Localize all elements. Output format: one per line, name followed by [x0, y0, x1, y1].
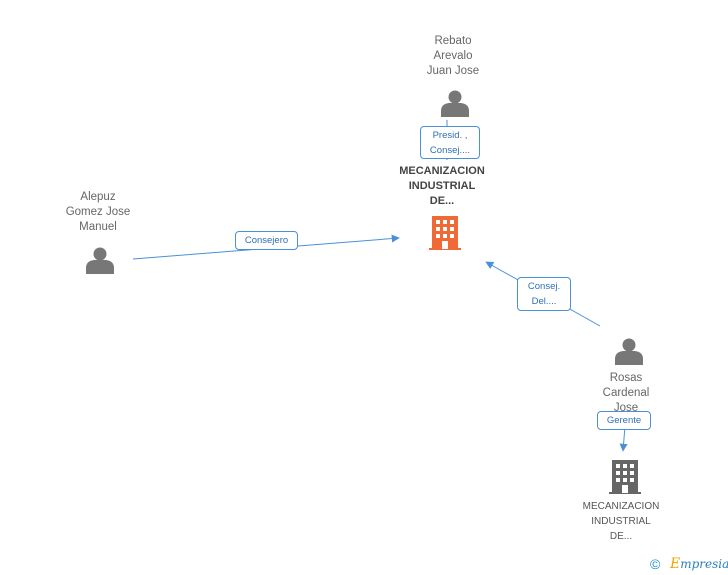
node-label-rebato[interactable]: Rebato Arevalo Juan Jose: [426, 35, 480, 77]
brand-logo[interactable]: Empresia: [670, 556, 728, 572]
node-label-rosas[interactable]: Rosas Cardenal Jose: [602, 372, 650, 414]
node-label-alepuz[interactable]: Alepuz Gomez Jose Manuel: [65, 191, 131, 233]
person-icon[interactable]: [86, 247, 114, 275]
node-label-company-secondary[interactable]: MECANIZACION INDUSTRIAL DE...: [582, 501, 660, 542]
person-icon[interactable]: [615, 338, 643, 366]
edge-label-rosas-secondary-role[interactable]: Gerente: [597, 411, 651, 430]
edge-rosas-to-secondary: [619, 425, 628, 452]
node-label-company-main[interactable]: MECANIZACION INDUSTRIAL DE...: [399, 165, 485, 207]
building-icon[interactable]: [609, 460, 641, 494]
edge-label-rosas-main-role[interactable]: Consej. Del....: [517, 277, 571, 311]
edge-label-alepuz-role[interactable]: Consejero: [235, 231, 298, 250]
building-icon[interactable]: [429, 216, 461, 250]
person-icon[interactable]: [441, 90, 469, 118]
copyright-icon: ©: [650, 556, 661, 572]
edge-label-rebato-role[interactable]: Presid. , Consej....: [420, 126, 480, 159]
